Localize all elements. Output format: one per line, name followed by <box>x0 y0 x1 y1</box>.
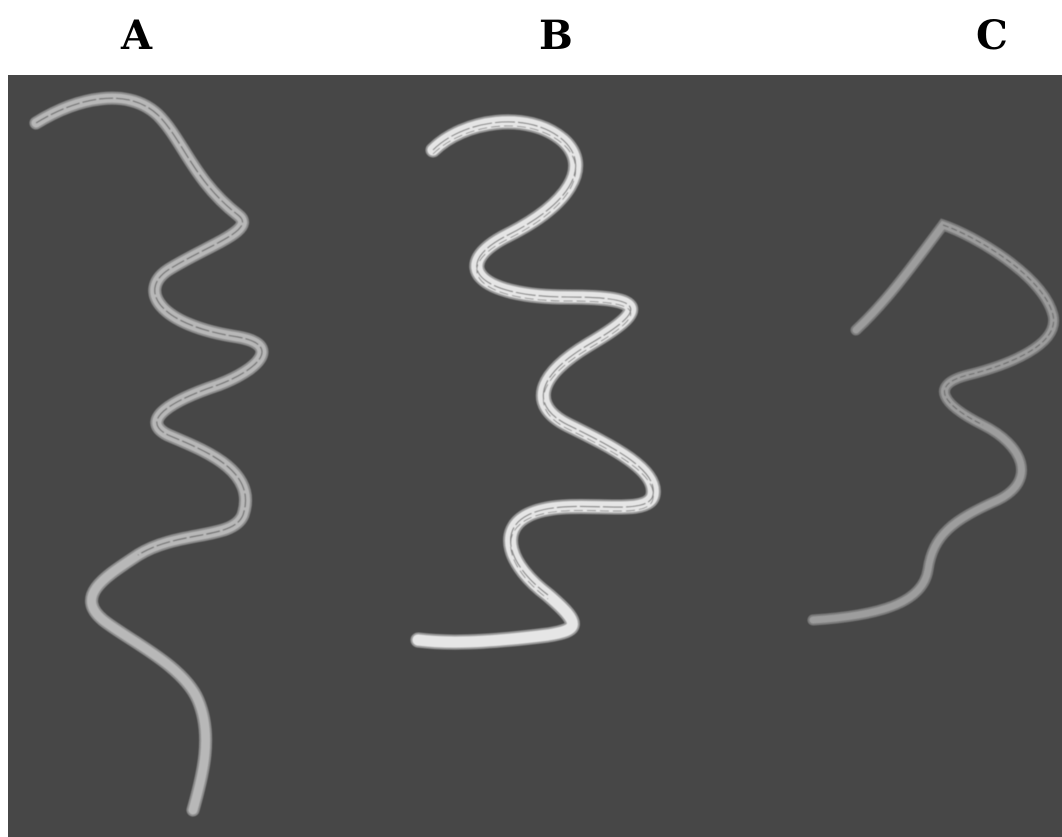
panel-label-c: C <box>976 12 1008 59</box>
helix-render-svg <box>29 91 1060 817</box>
helix-ribbon-a <box>29 91 269 817</box>
helix-ribbon-c <box>807 218 1060 626</box>
helix-ribbon-b <box>410 114 661 650</box>
molecular-render-view <box>8 75 1062 837</box>
panel-label-b: B <box>539 12 573 59</box>
panel-label-a: A <box>121 12 153 59</box>
